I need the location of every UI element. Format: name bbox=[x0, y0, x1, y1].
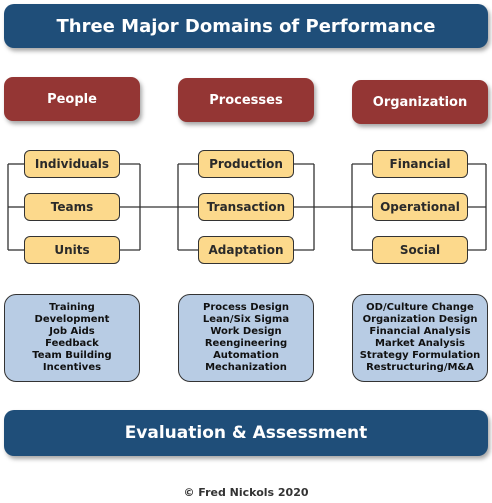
footer-banner: Evaluation & Assessment bbox=[4, 410, 488, 456]
method-item: Restructuring/M&A bbox=[366, 362, 474, 373]
method-item: Organization Design bbox=[362, 314, 478, 325]
item-label: Teams bbox=[50, 200, 94, 214]
header-people-label: People bbox=[47, 91, 97, 107]
item-units: Units bbox=[24, 236, 120, 264]
method-item: Lean/Six Sigma bbox=[202, 314, 290, 325]
header-people: People bbox=[4, 77, 140, 121]
method-item: Training bbox=[49, 302, 95, 313]
header-organization: Organization bbox=[352, 80, 488, 124]
method-item: Market Analysis bbox=[375, 338, 465, 349]
item-label: Transaction bbox=[206, 200, 286, 214]
method-item: OD/Culture Change bbox=[366, 302, 474, 313]
method-item: Strategy Formulation bbox=[359, 350, 481, 361]
item-financial: Financial bbox=[372, 150, 468, 178]
method-item: Team Building bbox=[32, 350, 112, 361]
item-label: Financial bbox=[389, 157, 451, 171]
header-processes-label: Processes bbox=[209, 92, 283, 108]
item-adaptation: Adaptation bbox=[198, 236, 294, 264]
footer-label: Evaluation & Assessment bbox=[124, 423, 368, 443]
item-individuals: Individuals bbox=[24, 150, 120, 178]
header-processes: Processes bbox=[178, 78, 314, 122]
method-item: Work Design bbox=[210, 326, 282, 337]
method-item: Financial Analysis bbox=[369, 326, 471, 337]
copyright-notice: © Fred Nickols 2020 bbox=[183, 486, 309, 499]
method-item: Mechanization bbox=[205, 362, 287, 373]
item-social: Social bbox=[372, 236, 468, 264]
item-transaction: Transaction bbox=[198, 193, 294, 221]
item-label: Adaptation bbox=[208, 243, 284, 257]
methods-people: Training Development Job Aids Feedback T… bbox=[4, 294, 140, 382]
item-label: Individuals bbox=[34, 157, 110, 171]
method-item: Process Design bbox=[203, 302, 289, 313]
methods-processes: Process Design Lean/Six Sigma Work Desig… bbox=[178, 294, 314, 382]
method-item: Incentives bbox=[42, 362, 102, 373]
method-item: Feedback bbox=[45, 338, 99, 349]
methods-organization: OD/Culture Change Organization Design Fi… bbox=[352, 294, 488, 382]
method-item: Automation bbox=[213, 350, 279, 361]
method-item: Job Aids bbox=[49, 326, 95, 337]
item-label: Production bbox=[209, 157, 283, 171]
item-production: Production bbox=[198, 150, 294, 178]
diagram-title: Three Major Domains of Performance bbox=[56, 15, 436, 37]
header-organization-label: Organization bbox=[372, 94, 468, 110]
method-item: Reengineering bbox=[204, 338, 288, 349]
title-banner: Three Major Domains of Performance bbox=[4, 4, 488, 48]
method-item: Development bbox=[34, 314, 110, 325]
item-teams: Teams bbox=[24, 193, 120, 221]
item-operational: Operational bbox=[372, 193, 468, 221]
item-label: Operational bbox=[380, 200, 460, 214]
item-label: Units bbox=[54, 243, 90, 257]
item-label: Social bbox=[399, 243, 441, 257]
